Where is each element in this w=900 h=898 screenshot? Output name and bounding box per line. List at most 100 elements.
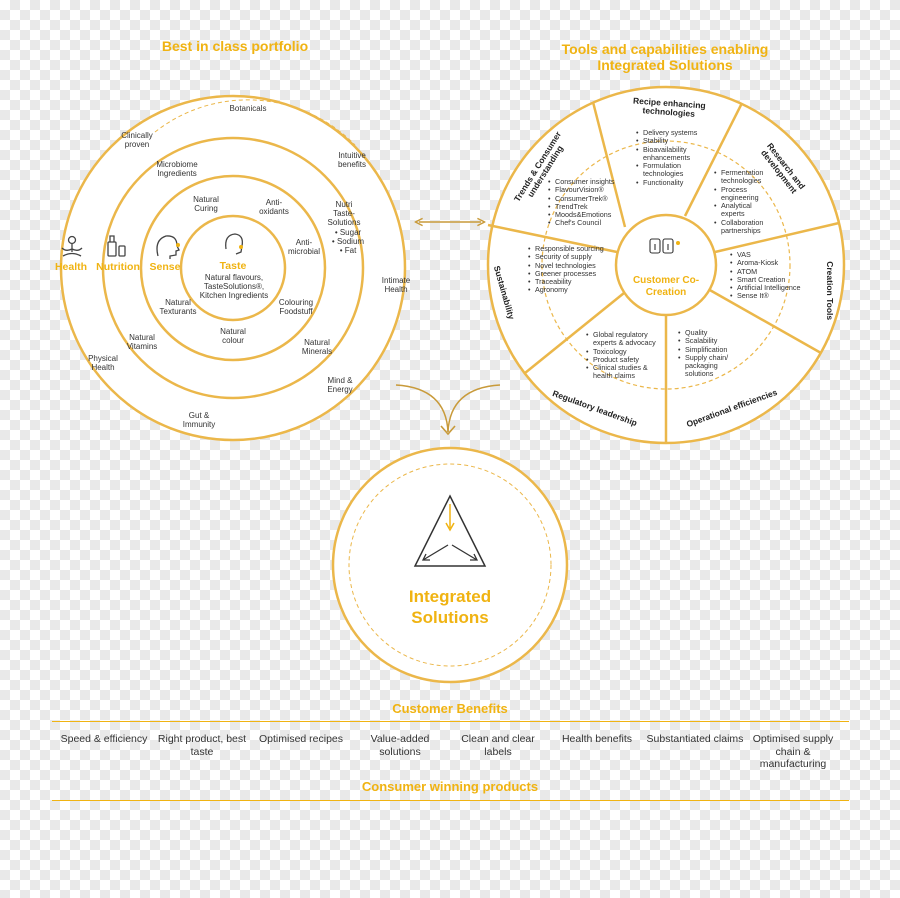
regulatory-list: Global regulatory experts & advocacy Tox…	[586, 330, 666, 381]
benefit-item: Optimised supply chain & manufacturing	[752, 733, 834, 771]
head-icon	[156, 235, 180, 259]
rnd-list: Fermentation technologies Process engine…	[714, 168, 776, 236]
bottle-icon	[107, 235, 126, 257]
natural-vitamins: Natural Vitamins	[126, 333, 158, 352]
sense-label: Sense	[149, 261, 181, 273]
list-item: FlavourVision®	[548, 185, 628, 194]
list-item: Responsible sourcing	[528, 244, 608, 253]
list-item: Quality	[678, 328, 742, 337]
list-item: Formulation technologies	[636, 162, 706, 179]
consumer-winning-heading: Consumer winning products	[361, 779, 539, 794]
creation-list: VAS Aroma-Kiosk ATOM Smart Creation Arti…	[730, 250, 814, 301]
sodium-item: • Sodium	[331, 237, 365, 246]
list-item: Scalability	[678, 336, 742, 345]
clinically-proven: Clinically proven	[121, 131, 153, 150]
health-label: Health	[54, 261, 88, 273]
list-item: ConsumerTrek®	[548, 194, 628, 203]
list-item: Clinical studies & health claims	[586, 364, 666, 381]
list-item: ATOM	[730, 267, 814, 276]
curve-left	[395, 384, 449, 433]
list-item: Bioavailability enhancements	[636, 145, 706, 163]
benefit-item: Right product, best taste	[157, 733, 247, 758]
nutri-taste-solutions: Nutri Taste-Solutions	[327, 200, 361, 228]
natural-minerals: Natural Minerals	[301, 338, 333, 357]
list-item: Consumer insights	[548, 177, 628, 186]
tools-heading: Tools and capabilities enabling Integrat…	[561, 41, 769, 74]
taste-ring	[179, 214, 287, 322]
operational-list: Quality Scalability Simplification Suppl…	[678, 328, 742, 379]
sustainability-list: Responsible sourcing Security of supply …	[528, 244, 608, 295]
list-item: Stability	[636, 136, 706, 145]
list-item: Agronomy	[528, 286, 608, 295]
list-item: Moods&Emotions	[548, 210, 628, 219]
list-item: Supply chain/ packaging solutions	[678, 353, 742, 379]
botanicals: Botanicals	[229, 104, 267, 113]
list-item: TrendTrek	[548, 202, 628, 211]
triangle-icon	[413, 494, 487, 567]
list-item: Artificial Intelligence	[730, 283, 814, 292]
trends-list: Consumer insights FlavourVision® Consume…	[548, 177, 628, 228]
list-item: Aroma-Kiosk	[730, 258, 814, 267]
benefit-item: Health benefits	[561, 733, 633, 745]
co-creation-hub	[614, 213, 718, 317]
natural-curing: Natural Curing	[193, 195, 219, 214]
list-item: Toxicology	[586, 347, 666, 356]
list-item: Product safety	[586, 355, 666, 364]
portfolio-heading: Best in class portfolio	[161, 38, 309, 54]
meditation-icon	[61, 235, 83, 257]
integrated-circle	[331, 446, 569, 684]
integrated-title: Integrated Solutions	[408, 587, 492, 628]
list-item: Smart Creation	[730, 275, 814, 284]
list-item: Collaboration partnerships	[714, 218, 776, 236]
list-item: VAS	[730, 250, 814, 259]
recipe-list: Delivery systems Stability Bioavailabili…	[636, 128, 706, 187]
list-item: Analytical experts	[714, 202, 776, 219]
benefits-divider-bottom	[52, 800, 849, 801]
gut-immunity: Gut & Immunity	[182, 411, 216, 430]
fat-item: • Fat	[339, 246, 357, 255]
benefit-item: Substantiated claims	[646, 733, 744, 745]
list-item: Novel technologies	[528, 261, 608, 270]
physical-health: Physical Health	[88, 354, 118, 373]
portfolio-rings	[59, 94, 407, 442]
list-item: Chef's Council	[548, 219, 628, 228]
taste-dot-icon	[239, 245, 243, 249]
face-icon	[225, 233, 243, 255]
down-arrow-icon	[440, 425, 456, 436]
natural-texturants: Natural Texturants	[159, 298, 197, 317]
intuitive-benefits: Intuitive benefits	[337, 151, 367, 170]
list-item: Fermentation technologies	[714, 168, 776, 186]
list-item: Process engineering	[714, 185, 776, 203]
benefit-item: Clean and clear labels	[461, 733, 535, 758]
nutrition-label: Nutrition	[96, 261, 140, 273]
sugar-item: • Sugar	[334, 228, 362, 237]
taste-title: Taste	[219, 260, 247, 272]
colouring-foodstuff: Colouring Foodstuff	[278, 298, 314, 317]
segment-title-creation: Creation Tools	[825, 261, 836, 321]
curve-right	[447, 384, 501, 433]
health-dashed-arc	[154, 99, 356, 146]
intimate-health: Intimate Health	[381, 276, 411, 295]
list-item: Simplification	[678, 345, 742, 354]
list-item: Greener processes	[528, 269, 608, 278]
benefit-item: Value-added solutions	[370, 733, 430, 758]
anti-oxidants: Anti-oxidants	[259, 198, 289, 217]
benefits-divider-top	[52, 721, 849, 722]
co-creation-label: Customer Co-Creation	[632, 275, 700, 298]
benefit-item: Optimised recipes	[258, 733, 344, 745]
benefits-heading: Customer Benefits	[392, 701, 508, 716]
benefit-item: Speed & efficiency	[60, 733, 148, 745]
list-item: Functionality	[636, 178, 706, 187]
list-item: Sense It®	[730, 292, 814, 301]
sense-dot-icon	[176, 243, 180, 247]
natural-colour: Natural colour	[220, 327, 246, 346]
list-item: Global regulatory experts & advocacy	[586, 330, 666, 348]
mind-energy: Mind & Energy	[327, 376, 353, 395]
microbiome-ingredients: Microbiome Ingredients	[156, 160, 198, 179]
co-creation-icon	[649, 238, 680, 254]
list-item: Security of supply	[528, 252, 608, 261]
anti-microbial: Anti-microbial	[287, 238, 320, 257]
list-item: Delivery systems	[636, 128, 706, 137]
list-item: Traceability	[528, 277, 608, 286]
